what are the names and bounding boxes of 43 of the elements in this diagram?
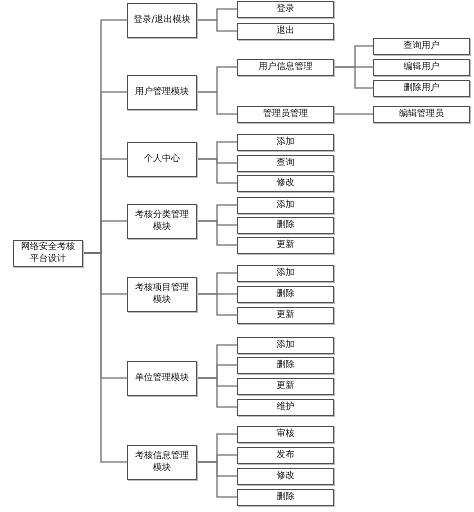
function-box: 修改 [237, 174, 334, 192]
function-box: 添加 [237, 264, 334, 282]
module-box: 用户管理模块 [127, 74, 197, 110]
function-box: 添加 [237, 336, 334, 354]
function-box: 退出 [237, 22, 334, 40]
function-box: 查询 [237, 154, 334, 172]
connector-line [197, 91, 237, 115]
function-box: 查询用户 [373, 38, 470, 54]
connector-line [334, 66, 373, 89]
function-box: 审核 [237, 426, 334, 442]
module-box: 考核项目管理模块 [127, 276, 197, 312]
connector-line [197, 377, 237, 408]
function-box: 管理员管理 [237, 106, 334, 122]
function-box: 删除 [237, 488, 334, 506]
module-box: 个人中心 [127, 142, 197, 176]
connector-line [197, 293, 237, 316]
connector-line [83, 252, 127, 463]
connector-line [197, 220, 237, 246]
function-box: 添加 [237, 196, 334, 214]
function-box: 删除 [237, 286, 334, 302]
function-box: 发布 [237, 446, 334, 464]
module-box: 考核信息管理模块 [127, 444, 197, 480]
module-box: 登录/退出模块 [127, 2, 197, 38]
connector-line [197, 461, 237, 498]
connector-line [334, 113, 373, 115]
root-box: 网络安全考核平台设计 [13, 240, 83, 266]
function-box: 更新 [237, 378, 334, 394]
function-box: 登录 [237, 0, 334, 18]
module-box: 单位管理模块 [127, 360, 197, 396]
function-box: 维护 [237, 398, 334, 416]
function-box: 编辑用户 [373, 58, 470, 76]
function-box: 编辑管理员 [373, 106, 470, 122]
function-box: 删除用户 [373, 80, 470, 96]
function-box: 更新 [237, 236, 334, 254]
function-box: 删除 [237, 356, 334, 374]
function-box: 删除 [237, 216, 334, 234]
function-box: 用户信息管理 [237, 58, 334, 76]
module-box: 考核分类管理模块 [127, 204, 197, 238]
function-box: 添加 [237, 134, 334, 150]
connector-line [197, 19, 237, 32]
function-box: 更新 [237, 306, 334, 324]
connector-line [197, 158, 237, 184]
function-box: 修改 [237, 468, 334, 484]
